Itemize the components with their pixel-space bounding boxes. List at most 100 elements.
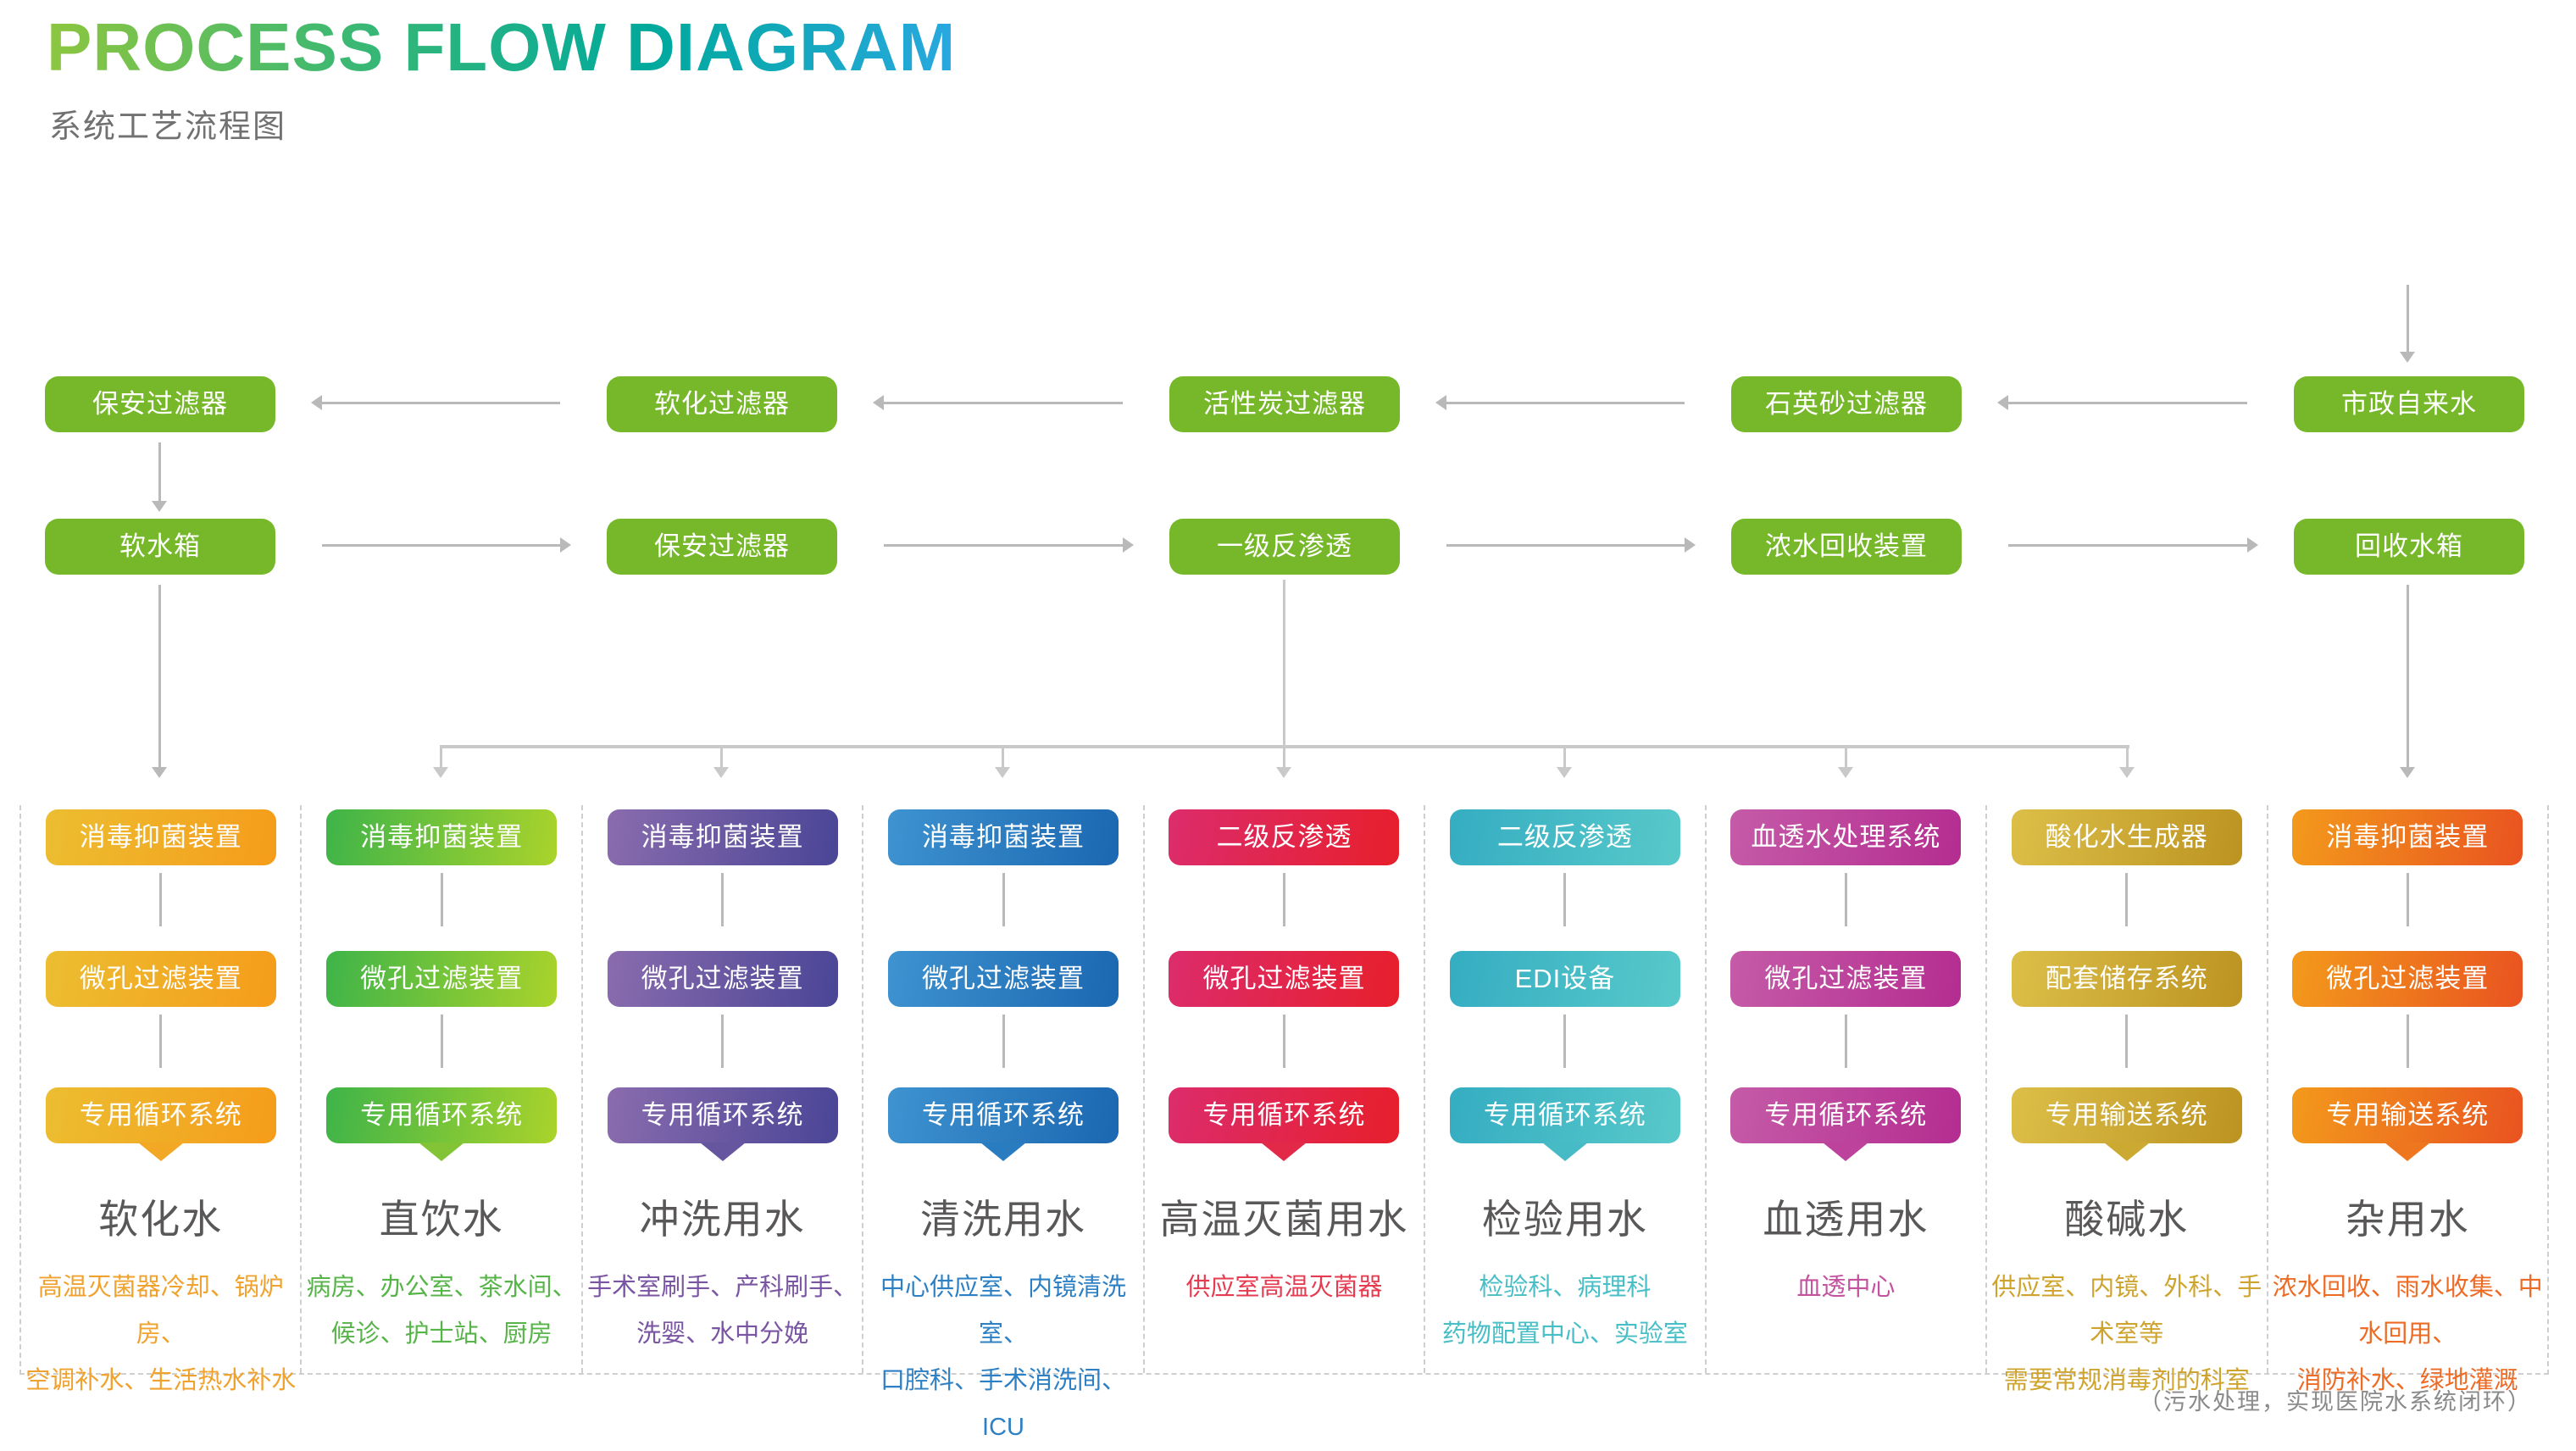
node-softening-filter: 软化过滤器 <box>607 376 837 432</box>
stage-box-output: 专用循环系统 <box>1449 1087 1680 1161</box>
stage-arrow-down-icon <box>2406 1015 2409 1068</box>
column-miscellaneous-water: 消毒抑菌装置 微孔过滤装置 专用输送系统 杂用水 浓水回收、雨水收集、中水回用、… <box>2268 805 2547 1394</box>
water-type-title: 酸碱水 <box>2064 1197 2190 1242</box>
stage-arrow-down-icon <box>1844 873 1847 926</box>
feed-arrow-recovery-icon <box>2400 585 2415 778</box>
stage-arrow-down-icon <box>1282 873 1285 926</box>
node-security-filter: 保安过滤器 <box>45 376 275 432</box>
fanout-drop-icon <box>995 747 1010 778</box>
stage-arrow-down-icon <box>440 1015 443 1068</box>
fanout-line <box>440 745 2129 748</box>
fanout-main-drop-icon <box>1276 580 1291 778</box>
water-type-usage: 中心供应室、内镜清洗室、 口腔科、手术消洗间、ICU <box>880 1274 1127 1441</box>
water-type-usage: 检验科、病理科 药物配置中心、实验室 <box>1441 1274 1688 1348</box>
stage-arrow-down-icon <box>159 873 163 926</box>
column-rinse-water: 消毒抑菌装置 微孔过滤装置 专用循环系统 冲洗用水 手术室刷手、产科刷手、 洗婴… <box>583 805 864 1373</box>
water-type-title: 血透用水 <box>1763 1197 1929 1242</box>
stage-arrow-down-icon <box>721 873 724 926</box>
water-type-usage: 供应室高温灭菌器 <box>1185 1274 1383 1301</box>
flow-arrow-left-icon <box>873 395 1123 410</box>
flow-arrow-right-icon <box>884 537 1134 553</box>
stage-box: 微孔过滤装置 <box>1730 951 1962 1007</box>
node-first-stage-ro: 一级反渗透 <box>1169 519 1400 575</box>
water-type-usage: 高温灭菌器冷却、锅炉房、 空调补水、生活热水补水 <box>25 1274 297 1394</box>
stage-arrow-down-icon <box>1002 1015 1005 1068</box>
water-type-usage: 浓水回收、雨水收集、中水回用、 消防补水、绿地灌溉 <box>2272 1274 2543 1394</box>
stage-arrow-down-icon <box>721 1015 724 1068</box>
stage-box: 消毒抑菌装置 <box>2292 809 2523 865</box>
fanout-drop-icon <box>1838 747 1853 778</box>
column-acid-alkaline-water: 酸化水生成器 配套储存系统 专用输送系统 酸碱水 供应室、内镜、外科、手术室等 … <box>1987 805 2268 1394</box>
node-municipal-water: 市政自来水 <box>2294 376 2524 432</box>
stage-arrow-down-icon <box>2125 873 2129 926</box>
stage-box: 微孔过滤装置 <box>326 951 558 1007</box>
flow-arrow-right-icon <box>1446 537 1696 553</box>
page-subtitle: 系统工艺流程图 <box>49 109 287 145</box>
node-soft-water-tank: 软水箱 <box>45 519 275 575</box>
flow-arrow-left-icon <box>1997 395 2247 410</box>
stage-box: 消毒抑菌装置 <box>326 809 558 865</box>
column-sterilization-water: 二级反渗透 微孔过滤装置 专用循环系统 高温灭菌用水 供应室高温灭菌器 <box>1145 805 1426 1373</box>
water-type-title: 清洗用水 <box>920 1197 1087 1242</box>
water-type-title: 直饮水 <box>379 1197 504 1242</box>
stage-arrow-down-icon <box>1282 1015 1285 1068</box>
fanout-drop-icon <box>2119 747 2135 778</box>
stage-arrow-down-icon <box>159 1015 163 1068</box>
stage-arrow-down-icon <box>1563 873 1567 926</box>
node-quartz-filter: 石英砂过滤器 <box>1731 376 1962 432</box>
node-security-filter-2: 保安过滤器 <box>607 519 837 575</box>
node-recovery-tank: 回收水箱 <box>2294 519 2524 575</box>
water-type-usage: 血透中心 <box>1796 1274 1896 1301</box>
column-hemodialysis-water: 血透水处理系统 微孔过滤装置 专用循环系统 血透用水 血透中心 <box>1707 805 1988 1373</box>
flow-arrow-left-icon <box>311 395 560 410</box>
water-type-title: 软化水 <box>98 1197 224 1242</box>
fanout-drop-icon <box>1557 747 1572 778</box>
water-type-usage: 手术室刷手、产科刷手、 洗婴、水中分娩 <box>587 1274 858 1348</box>
column-softened-water: 消毒抑菌装置 微孔过滤装置 专用循环系统 软化水 高温灭菌器冷却、锅炉房、 空调… <box>21 805 303 1394</box>
stage-arrow-down-icon <box>2406 873 2409 926</box>
water-type-title: 检验用水 <box>1481 1197 1648 1242</box>
stage-arrow-down-icon <box>1563 1015 1567 1068</box>
feed-arrow-soft-water-icon <box>152 585 167 778</box>
stage-box: 微孔过滤装置 <box>1169 951 1400 1007</box>
stage-box-output: 专用循环系统 <box>1730 1087 1962 1161</box>
stage-box-output: 专用循环系统 <box>1169 1087 1400 1161</box>
fanout-drop-icon <box>713 747 729 778</box>
stage-box: 微孔过滤装置 <box>2292 951 2523 1007</box>
column-drinking-water: 消毒抑菌装置 微孔过滤装置 专用循环系统 直饮水 病房、办公室、茶水间、 候诊、… <box>302 805 583 1373</box>
node-carbon-filter: 活性炭过滤器 <box>1169 376 1400 432</box>
stage-box-output: 专用输送系统 <box>2292 1087 2523 1161</box>
water-type-title: 高温灭菌用水 <box>1159 1197 1409 1242</box>
stage-box: 酸化水生成器 <box>2011 809 2242 865</box>
stage-box-output: 专用循环系统 <box>888 1087 1119 1161</box>
stage-arrow-down-icon <box>2125 1015 2129 1068</box>
stage-box-output: 专用循环系统 <box>326 1087 558 1161</box>
stage-arrow-down-icon <box>1844 1015 1847 1068</box>
stage-box-output: 专用输送系统 <box>2011 1087 2242 1161</box>
flow-arrow-down-icon <box>2400 285 2415 363</box>
flow-arrow-left-icon <box>1435 395 1685 410</box>
stage-box: 配套储存系统 <box>2011 951 2242 1007</box>
stage-box: 微孔过滤装置 <box>45 951 276 1007</box>
stage-box: 血透水处理系统 <box>1730 809 1962 865</box>
stage-box: 二级反渗透 <box>1449 809 1680 865</box>
stage-box: 消毒抑菌装置 <box>607 809 838 865</box>
stage-box: EDI设备 <box>1449 951 1680 1007</box>
stage-arrow-down-icon <box>1002 873 1005 926</box>
stage-box: 消毒抑菌装置 <box>45 809 276 865</box>
stage-box: 消毒抑菌装置 <box>888 809 1119 865</box>
water-type-usage: 供应室、内镜、外科、手术室等 需要常规消毒剂的科室 <box>1991 1274 2262 1394</box>
page-title: PROCESS FLOW DIAGRAM <box>47 9 957 85</box>
flow-arrow-right-icon <box>322 537 571 553</box>
flow-arrow-down-icon <box>152 442 167 512</box>
stage-box: 二级反渗透 <box>1169 809 1400 865</box>
water-type-title: 冲洗用水 <box>639 1197 806 1242</box>
water-type-usage: 病房、办公室、茶水间、 候诊、护士站、厨房 <box>306 1274 577 1348</box>
fanout-drop-icon <box>433 747 448 778</box>
stage-box: 微孔过滤装置 <box>607 951 838 1007</box>
stage-box-output: 专用循环系统 <box>45 1087 276 1161</box>
water-type-columns: 消毒抑菌装置 微孔过滤装置 专用循环系统 软化水 高温灭菌器冷却、锅炉房、 空调… <box>19 805 2549 1441</box>
stage-box-output: 专用循环系统 <box>607 1087 838 1161</box>
node-concentrate-recovery: 浓水回收装置 <box>1731 519 1962 575</box>
